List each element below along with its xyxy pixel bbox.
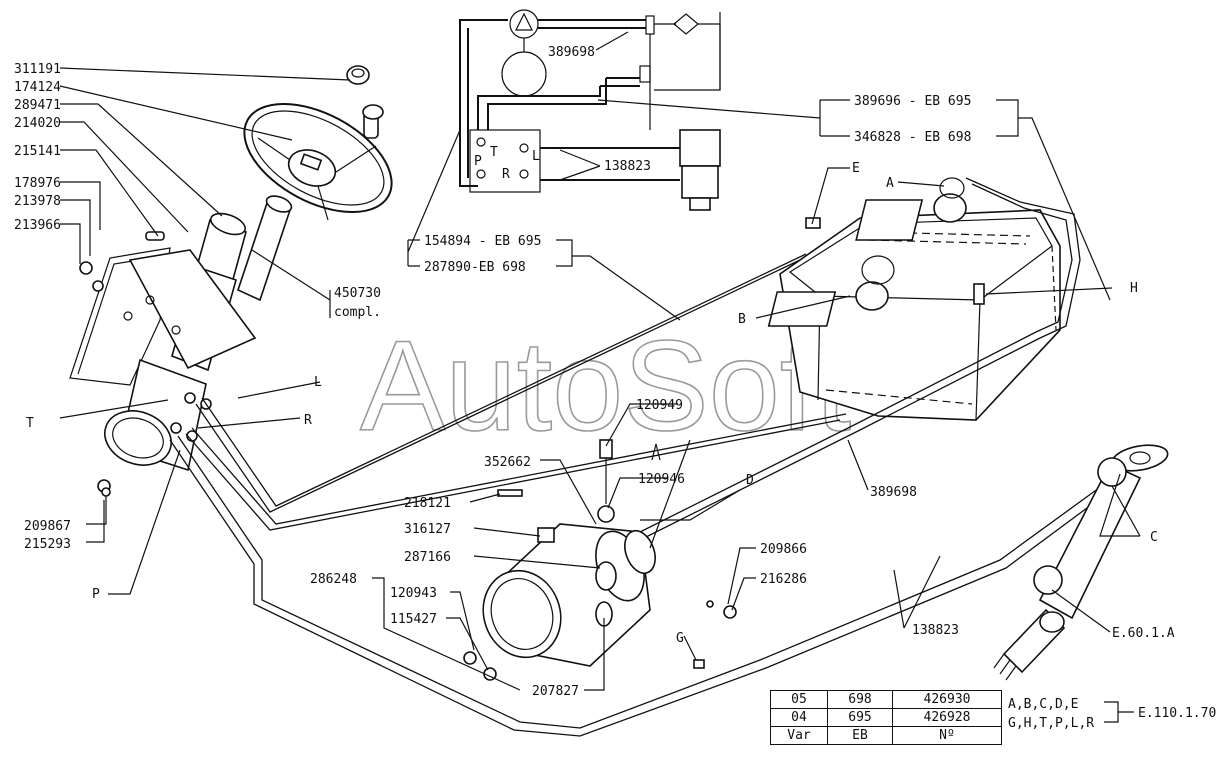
label-schematic-138823: 138823	[604, 159, 651, 174]
label-L: L	[314, 375, 322, 390]
label-178976: 178976	[14, 176, 61, 191]
left-label-leaders	[59, 67, 351, 595]
port-P: P	[474, 154, 482, 169]
label-213978: 213978	[14, 194, 61, 209]
table-cell: 05	[770, 690, 828, 709]
label-215293: 215293	[24, 537, 71, 552]
label-311191: 311191	[14, 62, 61, 77]
tank-leaders	[755, 167, 1113, 319]
label-209866: 209866	[760, 542, 807, 557]
table-cell: 695	[827, 708, 893, 727]
label-174124: 174124	[14, 80, 61, 95]
label-C: C	[1150, 530, 1158, 545]
label-G: G	[676, 631, 684, 646]
variant-table: 05 698 426930 04 695 426928 Var EB Nº	[770, 690, 1002, 745]
label-450730: 450730	[334, 286, 381, 301]
watermark: AutoSoft	[360, 315, 851, 458]
table-header-row: Var EB Nº	[770, 726, 1002, 745]
label-214020: 214020	[14, 116, 61, 131]
label-352662: 352662	[484, 455, 531, 470]
label-287166: 287166	[404, 550, 451, 565]
variant-389696: 389696 - EB 695	[854, 94, 971, 109]
table-group-1: A,B,C,D,E	[1008, 697, 1078, 712]
table-ref: E.110.1.70	[1138, 706, 1216, 721]
label-209867: 209867	[24, 519, 71, 534]
hydraulic-pipes	[169, 253, 1115, 737]
variant-154894: 154894 - EB 695	[424, 234, 541, 249]
label-A: A	[886, 176, 894, 191]
label-138823: 138823	[912, 623, 959, 638]
port-L: L	[532, 149, 540, 164]
label-213966: 213966	[14, 218, 61, 233]
label-389698: 389698	[870, 485, 917, 500]
label-207827: 207827	[532, 684, 579, 699]
table-cell: 04	[770, 708, 828, 727]
oil-reservoir	[767, 177, 1081, 421]
label-D: D	[746, 473, 754, 488]
label-B: B	[738, 312, 746, 327]
label-E601A: E.60.1.A	[1112, 626, 1175, 641]
label-115427: 115427	[390, 612, 437, 627]
table-header-cell: Var	[770, 726, 828, 745]
variant-287890: 287890-EB 698	[424, 260, 526, 275]
steering-wheel-assembly	[69, 65, 393, 497]
hydraulic-pump	[463, 439, 737, 681]
table-header-cell: EB	[827, 726, 893, 745]
table-header-cell: Nº	[892, 726, 1002, 745]
right-leaders	[847, 439, 1141, 633]
steering-cylinder	[993, 444, 1169, 681]
label-120946: 120946	[638, 472, 685, 487]
table-cell: 698	[827, 690, 893, 709]
variant-346828: 346828 - EB 698	[854, 130, 971, 145]
label-215141: 215141	[14, 144, 61, 159]
table-group-2: G,H,T,P,L,R	[1008, 716, 1094, 731]
label-289471: 289471	[14, 98, 61, 113]
table-cell: 426928	[892, 708, 1002, 727]
label-schematic-389698: 389698	[548, 45, 595, 60]
label-120943: 120943	[390, 586, 437, 601]
table-row: 04 695 426928	[770, 708, 1002, 727]
table-cell: 426930	[892, 690, 1002, 709]
label-120949: 120949	[636, 398, 683, 413]
label-R: R	[304, 413, 312, 428]
hydraulic-schematic	[459, 9, 721, 211]
table-row: 05 698 426930	[770, 690, 1002, 709]
label-compl: compl.	[334, 305, 381, 320]
label-T: T	[26, 416, 34, 431]
port-R: R	[502, 167, 510, 182]
pump-leaders	[372, 403, 756, 691]
label-286248: 286248	[310, 572, 357, 587]
label-218121: 218121	[404, 496, 451, 511]
variant-label-brackets	[407, 99, 1111, 321]
label-216286: 216286	[760, 572, 807, 587]
label-316127: 316127	[404, 522, 451, 537]
label-E: E	[852, 161, 860, 176]
table-group-bracket	[1104, 701, 1134, 723]
label-P: P	[92, 587, 100, 602]
port-T: T	[490, 145, 498, 160]
label-H: H	[1130, 281, 1138, 296]
